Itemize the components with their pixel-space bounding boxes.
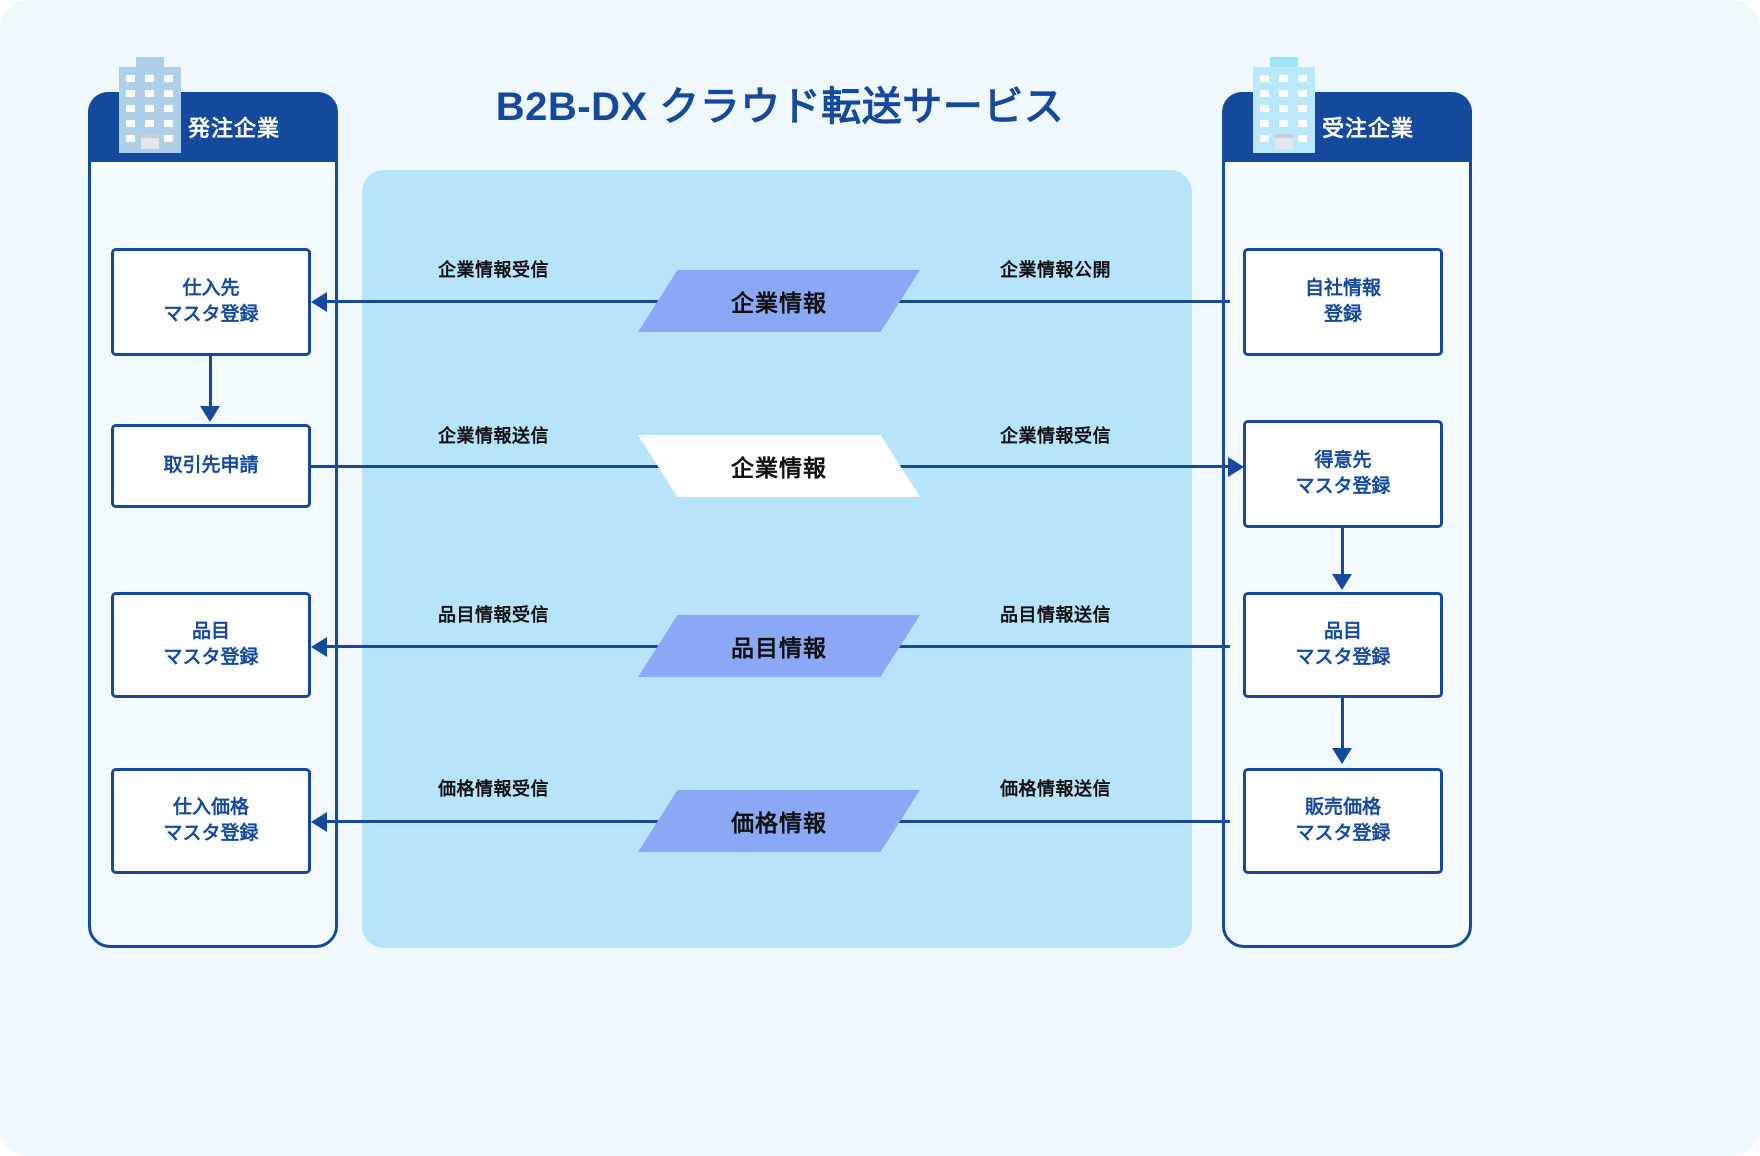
building-icon-right <box>1253 57 1315 157</box>
flow-arrow-1 <box>311 292 327 312</box>
building-icon-left <box>119 57 181 157</box>
right-panel-header-label: 受注企業 <box>1321 116 1414 141</box>
left-connector-arrow <box>200 406 220 422</box>
right-connector-line-2 <box>1341 698 1344 750</box>
right-connector-line-1 <box>1341 528 1344 576</box>
flow-caption-1-right: 企業情報公開 <box>1000 260 1111 280</box>
right-connector-arrow-1 <box>1332 574 1352 590</box>
flow-caption-2-right: 企業情報受信 <box>1000 426 1111 446</box>
flow-caption-4-right: 価格情報送信 <box>1000 779 1111 799</box>
flow-caption-3-right: 品目情報送信 <box>1000 605 1111 625</box>
flow-arrow-4 <box>311 812 327 832</box>
right-box-own-company-info[interactable]: 自社情報 登録 <box>1243 248 1443 356</box>
right-box-sales-price-master[interactable]: 販売価格 マスタ登録 <box>1243 768 1443 874</box>
left-panel-header-label: 発注企業 <box>187 116 280 141</box>
flow-banner-2: 企業情報 <box>638 435 920 497</box>
left-box-partner-application[interactable]: 取引先申請 <box>111 424 311 508</box>
flow-caption-1-left: 企業情報受信 <box>438 260 549 280</box>
left-box-purchase-price-master[interactable]: 仕入価格 マスタ登録 <box>111 768 311 874</box>
left-box-supplier-master[interactable]: 仕入先 マスタ登録 <box>111 248 311 356</box>
flow-arrow-2 <box>1228 457 1244 477</box>
flow-caption-2-left: 企業情報送信 <box>438 426 549 446</box>
right-box-customer-master[interactable]: 得意先 マスタ登録 <box>1243 420 1443 528</box>
flow-arrow-3 <box>311 637 327 657</box>
flow-banner-1: 企業情報 <box>638 270 920 332</box>
right-box-item-master[interactable]: 品目 マスタ登録 <box>1243 592 1443 698</box>
flow-caption-4-left: 価格情報受信 <box>438 779 549 799</box>
flow-banner-3: 品目情報 <box>638 615 920 677</box>
right-connector-arrow-2 <box>1332 748 1352 764</box>
left-box-item-master[interactable]: 品目 マスタ登録 <box>111 592 311 698</box>
page-title: B2B-DX クラウド転送サービス <box>495 85 1065 129</box>
left-connector-line <box>209 356 212 408</box>
flow-banner-4: 価格情報 <box>638 790 920 852</box>
flow-caption-3-left: 品目情報受信 <box>438 605 549 625</box>
